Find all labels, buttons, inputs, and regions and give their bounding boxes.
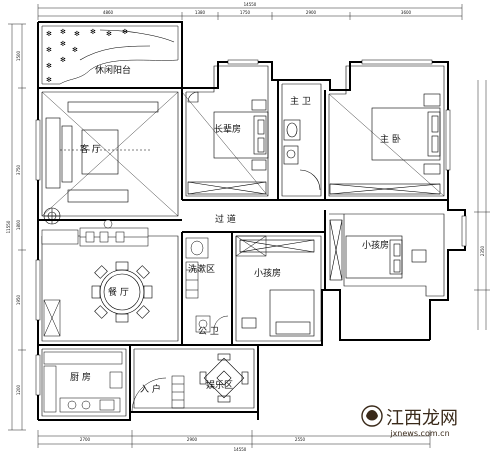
dim-left-1: 1500 bbox=[16, 50, 21, 61]
dim-top-5: 3600 bbox=[401, 10, 412, 15]
dim-top-total: 14550 bbox=[244, 2, 257, 7]
entrance-fixtures bbox=[131, 375, 185, 413]
living-room-furniture bbox=[41, 91, 179, 217]
svg-text:✻: ✻ bbox=[106, 30, 112, 38]
svg-text:✻: ✻ bbox=[46, 76, 52, 84]
walls bbox=[37, 21, 466, 421]
dim-left-4: 1950 bbox=[16, 294, 21, 305]
room-label-entertainment: 娱乐区 bbox=[206, 379, 233, 391]
room-label-corridor: 过 道 bbox=[215, 213, 236, 225]
room-label-master-bath: 主 卫 bbox=[290, 95, 311, 107]
room-label-kids-room-a: 小孩房 bbox=[254, 267, 281, 279]
dim-bottom-total: 14550 bbox=[234, 447, 247, 452]
room-label-elder-bedroom: 长辈房 bbox=[214, 123, 241, 135]
svg-text:✻: ✻ bbox=[46, 46, 52, 54]
dim-left-total: 11550 bbox=[6, 220, 11, 233]
svg-text:✻: ✻ bbox=[60, 40, 66, 48]
dim-bottom-1: 2700 bbox=[80, 437, 91, 442]
dim-bottom-3: 2550 bbox=[295, 437, 306, 442]
kids-room-a-furniture bbox=[239, 239, 315, 337]
dining-cabinet bbox=[43, 299, 61, 337]
laundry-fixtures bbox=[185, 237, 229, 333]
svg-text:✻: ✻ bbox=[90, 28, 96, 36]
kitchen-counters bbox=[43, 351, 123, 413]
svg-text:✻: ✻ bbox=[122, 28, 128, 36]
balcony-garden: ✻ ✻ ✻ ✻ ✻ ✻ ✻ ✻ ✻ ✻ ✻ ✻ bbox=[41, 25, 179, 85]
room-label-entrance: 入 户 bbox=[140, 383, 161, 395]
kids-room-b-furniture bbox=[329, 219, 427, 281]
room-label-public-bath: 公 卫 bbox=[198, 326, 219, 337]
dimension-labels: 14550 4860 1380 1750 2900 3600 14550 270… bbox=[6, 2, 485, 452]
dim-left-5: 1200 bbox=[16, 384, 21, 395]
dim-left-3: 1800 bbox=[16, 219, 21, 230]
dim-top-4: 2900 bbox=[306, 10, 317, 15]
room-label-living: 客 厅 bbox=[80, 143, 101, 155]
room-label-kids-room-b: 小孩房 bbox=[362, 239, 389, 251]
divider-cabinet bbox=[41, 219, 149, 247]
dining-table bbox=[91, 261, 153, 323]
room-label-master-bedroom: 主 卧 bbox=[380, 133, 401, 145]
windows bbox=[35, 59, 467, 396]
room-label-balcony: 休闲阳台 bbox=[95, 64, 131, 76]
elder-bedroom-furniture bbox=[181, 91, 269, 197]
room-label-kitchen: 厨 房 bbox=[70, 371, 91, 383]
entertainment-table bbox=[199, 353, 249, 403]
dim-bottom-2: 2900 bbox=[187, 437, 198, 442]
watermark-sub: jxnews.com.cn bbox=[389, 429, 449, 438]
dim-top-1: 4860 bbox=[103, 10, 114, 15]
svg-text:✻: ✻ bbox=[46, 62, 52, 70]
dim-top-3: 1750 bbox=[240, 10, 251, 15]
room-label-laundry: 洗漱区 bbox=[188, 263, 215, 275]
wardrobes bbox=[235, 235, 267, 257]
dimension-lines bbox=[8, 4, 490, 448]
svg-text:✻: ✻ bbox=[60, 28, 66, 36]
master-bath-fixtures bbox=[283, 119, 321, 191]
plant-icon bbox=[43, 207, 61, 225]
svg-text:✻: ✻ bbox=[74, 30, 80, 38]
svg-text:✻: ✻ bbox=[60, 56, 66, 64]
svg-text:✻: ✻ bbox=[46, 30, 52, 38]
dim-right-1: 2350 bbox=[480, 245, 485, 256]
svg-text:✻: ✻ bbox=[72, 46, 78, 54]
master-bedroom-furniture bbox=[328, 93, 445, 197]
room-label-dining: 餐 厅 bbox=[108, 286, 129, 298]
dim-top-2: 1380 bbox=[195, 10, 206, 15]
watermark-main: 江西龙网 bbox=[386, 408, 458, 429]
watermark: 江西龙网 jxnews.com.cn bbox=[361, 405, 458, 438]
dim-left-2: 3750 bbox=[16, 164, 21, 175]
